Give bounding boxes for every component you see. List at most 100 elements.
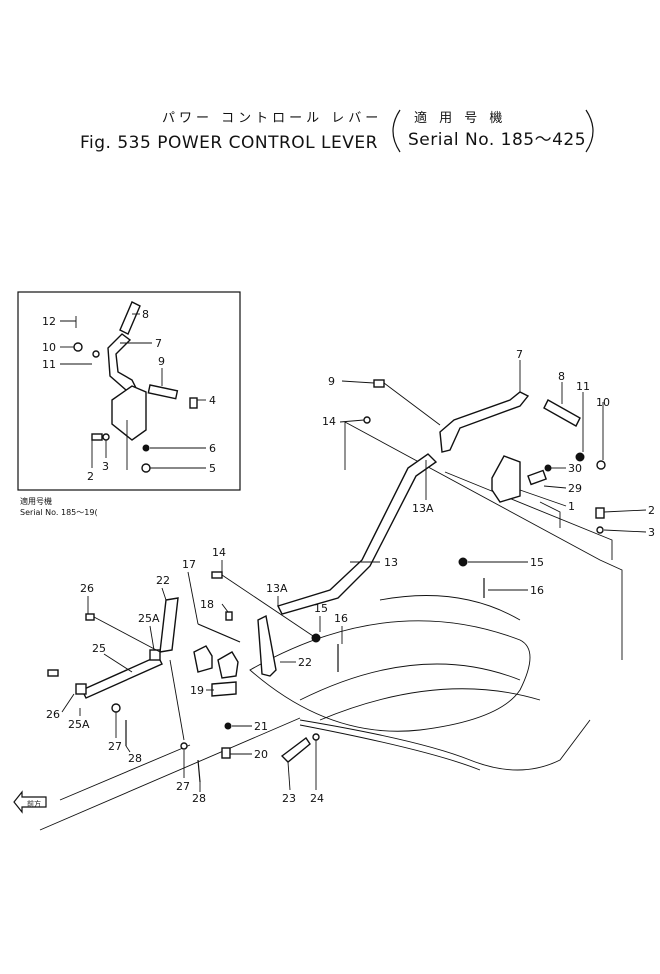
inset-grip: [119, 301, 141, 335]
callout-15-low: 15: [314, 602, 328, 615]
callout-3: 3: [648, 526, 655, 539]
bolt-23: [280, 736, 311, 763]
bolt-9: [373, 379, 385, 388]
leader-lines: [61, 360, 647, 792]
callout-26-top: 26: [80, 582, 94, 595]
callout-4-inset: 4: [209, 394, 216, 407]
rod-assembly: [211, 453, 485, 672]
inset-washer-11: [92, 350, 100, 358]
inset-washer-3: [102, 433, 110, 441]
inset-bolt-9: [147, 384, 179, 400]
joint-25A-low: [75, 683, 87, 695]
callout-19: 19: [190, 684, 204, 697]
callout-6-inset: 6: [209, 442, 216, 455]
washer-27-right: [180, 742, 188, 750]
callout-20: 20: [254, 748, 268, 761]
block-19b: [217, 651, 239, 679]
callout-17: 17: [182, 558, 196, 571]
callout-10: 10: [596, 396, 610, 409]
callout-28-low: 28: [128, 752, 142, 765]
washer-15-top: [458, 557, 468, 567]
callout-25: 25: [92, 642, 106, 655]
bolt-2: [595, 507, 605, 519]
arm-22-right: [257, 614, 277, 677]
forward-arrow-icon: [13, 790, 47, 814]
grip-8: [543, 399, 581, 427]
callout-9-inset: 9: [158, 355, 165, 368]
title-main: Fig. 535 POWER CONTROL LEVER: [80, 133, 378, 153]
plate-29: [527, 469, 548, 486]
rod-25: [81, 655, 163, 699]
nut-10: [596, 460, 606, 470]
callout-22-right: 22: [298, 656, 312, 669]
inset-nut-5: [141, 463, 151, 473]
title-serial: Serial No. 185～425: [408, 130, 586, 150]
callout-8: 8: [558, 370, 565, 383]
inset-panel: 適用号機 Serial No. 185～19( 12 10 11 8 7 9: [17, 291, 241, 517]
washer-21: [224, 722, 232, 730]
callout-9: 9: [328, 375, 335, 388]
forward-arrow: 前方: [13, 790, 47, 814]
inset-washer-6: [142, 444, 150, 452]
bolt-26-top: [85, 613, 95, 621]
callout-11: 11: [576, 380, 590, 393]
callout-25A-low: 25A: [68, 718, 90, 731]
nut-11: [575, 452, 585, 462]
callout-13A-low: 13A: [266, 582, 288, 595]
joint-25A-top: [149, 649, 161, 661]
callout-11-inset: 11: [42, 358, 56, 371]
washer-24: [312, 733, 320, 741]
title-paren-japanese: 適 用 号 機: [414, 110, 506, 126]
callout-7: 7: [516, 348, 523, 361]
callout-3-inset: 3: [102, 460, 109, 473]
callout-13A-top: 13A: [412, 502, 434, 515]
lower-linkage: [47, 597, 320, 783]
callout-22-left: 22: [156, 574, 170, 587]
main-callouts: 7 8 11 10 9 14 30 29 1 2 3 13A 13 15 16 …: [46, 348, 655, 805]
callout-30: 30: [568, 462, 582, 475]
figure-title: パワー コントロール レバー Fig. 535 POWER CONTROL LE…: [80, 109, 594, 153]
bolt-20: [221, 747, 231, 759]
block-19a: [193, 645, 213, 673]
washer-3: [596, 526, 604, 534]
inset-frame: [17, 291, 241, 491]
inset-bolt-4: [189, 397, 198, 409]
callout-28-right: 28: [192, 792, 206, 805]
callout-26-low: 26: [46, 708, 60, 721]
inset-lever: [107, 333, 138, 391]
inset-nut-10: [73, 342, 83, 352]
direction-label: 前方: [27, 799, 41, 808]
pin-14-top: [363, 416, 371, 424]
callout-14-low: 14: [212, 546, 226, 559]
pin-14-low: [211, 571, 223, 579]
bracket-1: [491, 455, 521, 503]
inset-caption-japanese: 適用号機: [20, 496, 52, 506]
callout-8-inset: 8: [142, 308, 149, 321]
inset-bolt-2: [91, 433, 103, 441]
title-japanese: パワー コントロール レバー: [162, 111, 382, 126]
lever-7: [439, 391, 530, 453]
callout-24: 24: [310, 792, 324, 805]
right-paren: [585, 109, 594, 153]
callout-5-inset: 5: [209, 462, 216, 475]
callout-10-inset: 10: [42, 341, 56, 354]
callout-18: 18: [200, 598, 214, 611]
callout-14-top: 14: [322, 415, 336, 428]
washer-27-low: [111, 703, 121, 713]
floor-outline: [39, 421, 623, 831]
callout-13: 13: [384, 556, 398, 569]
callout-16-low: 16: [334, 612, 348, 625]
callout-25A-top: 25A: [138, 612, 160, 625]
inset-caption-serial: Serial No. 185～19(: [20, 508, 98, 517]
callout-29: 29: [568, 482, 582, 495]
callout-16-top: 16: [530, 584, 544, 597]
main-lever-assembly: [363, 379, 606, 534]
callout-7-inset: 7: [155, 337, 162, 350]
callout-2-inset: 2: [87, 470, 94, 483]
callout-27-right: 27: [176, 780, 190, 793]
callout-15-top: 15: [530, 556, 544, 569]
callout-27-low: 27: [108, 740, 122, 753]
clip-18: [225, 611, 233, 621]
arm-22-left: [159, 597, 179, 653]
